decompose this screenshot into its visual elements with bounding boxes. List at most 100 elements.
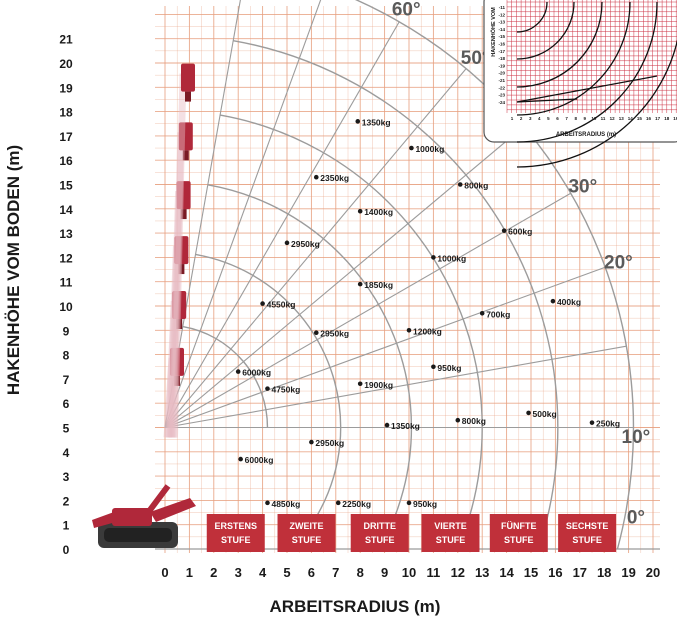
stage-box xyxy=(421,514,480,552)
load-label: 1900kg xyxy=(364,380,393,390)
y-tick-label: 3 xyxy=(63,470,70,484)
load-label: 6000kg xyxy=(242,368,271,378)
load-label: 1850kg xyxy=(364,280,393,290)
inset-x-tick: 19 xyxy=(673,116,677,121)
inset-x-tick: 16 xyxy=(646,116,652,121)
inset-x-tick: 13 xyxy=(619,116,625,121)
inset-frame xyxy=(483,0,677,143)
inset-x-axis-title: ARBEITSRADIUS (m) xyxy=(556,132,616,138)
inset-x-tick: 12 xyxy=(610,116,616,121)
stage-line1: VIERTE xyxy=(434,521,467,531)
inset-x-tick: 4 xyxy=(538,116,541,121)
stage-line1: ERSTENS xyxy=(215,521,258,531)
load-label: 600kg xyxy=(508,227,532,237)
crane-boom-ghost xyxy=(165,300,178,438)
load-dot xyxy=(589,420,595,425)
y-tick-label: 19 xyxy=(59,81,73,95)
load-dot xyxy=(309,439,314,445)
x-tick-label: 1 xyxy=(186,565,193,580)
inset-y-tick: -22 xyxy=(498,85,505,90)
load-dot xyxy=(265,386,270,391)
y-tick-label: 14 xyxy=(59,203,73,217)
angle-ray xyxy=(164,21,400,428)
load-dot xyxy=(335,500,341,506)
x-tick-label: 4 xyxy=(259,565,267,580)
y-tick-label: 15 xyxy=(59,179,73,193)
load-label: 1350kg xyxy=(391,421,420,431)
crane-hook xyxy=(180,209,187,220)
inset-arc xyxy=(516,39,677,168)
inset-x-tick: 10 xyxy=(591,116,597,121)
load-dot xyxy=(550,298,556,304)
x-tick-label: 7 xyxy=(332,565,339,580)
y-tick-label: 17 xyxy=(59,130,73,144)
load-dot xyxy=(260,301,265,306)
crane-boom-head xyxy=(174,236,189,265)
chart-grid xyxy=(155,6,660,553)
load-dot xyxy=(479,310,485,316)
inset-y-tick: -19 xyxy=(498,63,505,68)
inset-x-tick: 2 xyxy=(520,116,523,121)
load-label: 400kg xyxy=(557,297,581,307)
crane-arm xyxy=(147,484,171,512)
load-dot xyxy=(238,456,243,462)
inset-ray xyxy=(516,75,658,103)
load-dot xyxy=(284,240,290,246)
inset-x-tick: 5 xyxy=(547,116,550,121)
inset-y-tick: -16 xyxy=(498,42,505,47)
crane-boom-head xyxy=(172,291,187,320)
stage-line2: STUFE xyxy=(504,535,534,545)
inset-y-tick: -23 xyxy=(498,93,505,98)
load-label: 800kg xyxy=(462,416,486,426)
x-tick-label: 18 xyxy=(597,565,611,580)
crane-hook xyxy=(178,264,185,275)
load-label: 2950kg xyxy=(320,329,349,339)
y-tick-label: 4 xyxy=(63,446,70,460)
x-tick-label: 20 xyxy=(646,565,660,580)
load-label: 250kg xyxy=(596,419,620,429)
load-label: 800kg xyxy=(464,181,488,191)
load-dot xyxy=(384,422,390,428)
x-tick-label: 17 xyxy=(573,565,587,580)
x-tick-label: 6 xyxy=(308,565,315,580)
y-tick-label: 0 xyxy=(63,543,70,557)
inset-x-tick: 3 xyxy=(529,116,532,121)
angle-ray xyxy=(164,68,467,428)
load-dot xyxy=(357,208,363,214)
angle-label: 0° xyxy=(627,507,645,528)
inset-ray xyxy=(516,98,578,103)
angle-label: 60° xyxy=(392,0,421,21)
angle-label: 30° xyxy=(568,176,597,197)
crane-body xyxy=(92,484,196,548)
x-tick-label: 19 xyxy=(621,565,635,580)
x-tick-label: 8 xyxy=(357,565,364,580)
inset-y-tick: -18 xyxy=(498,56,505,61)
x-tick-label: 5 xyxy=(283,565,290,580)
x-axis-title: ARBEITSRADIUS (m) xyxy=(270,597,441,616)
y-tick-label: 6 xyxy=(63,397,70,411)
load-label: 4750kg xyxy=(271,385,300,395)
load-label: 4850kg xyxy=(271,499,300,509)
x-tick-label: 10 xyxy=(402,565,416,580)
load-dot xyxy=(501,228,507,233)
crane-outrigger xyxy=(150,498,196,522)
stage-line1: SECHSTE xyxy=(566,521,609,531)
load-dot xyxy=(357,281,363,287)
y-tick-label: 9 xyxy=(63,324,70,338)
x-tick-label: 0 xyxy=(161,565,168,580)
load-dot xyxy=(457,182,463,187)
y-tick-label: 21 xyxy=(59,33,73,47)
y-tick-label: 10 xyxy=(59,300,73,314)
load-label: 950kg xyxy=(413,499,437,509)
inset-arc xyxy=(516,1,658,143)
inset-y-tick: -17 xyxy=(498,49,505,54)
angle-ray xyxy=(164,0,322,428)
inset-y-tick: -24 xyxy=(498,100,505,105)
crane-hook xyxy=(176,319,183,330)
x-tick-label: 2 xyxy=(210,565,217,580)
load-dot xyxy=(526,410,531,416)
load-dot xyxy=(355,119,361,124)
